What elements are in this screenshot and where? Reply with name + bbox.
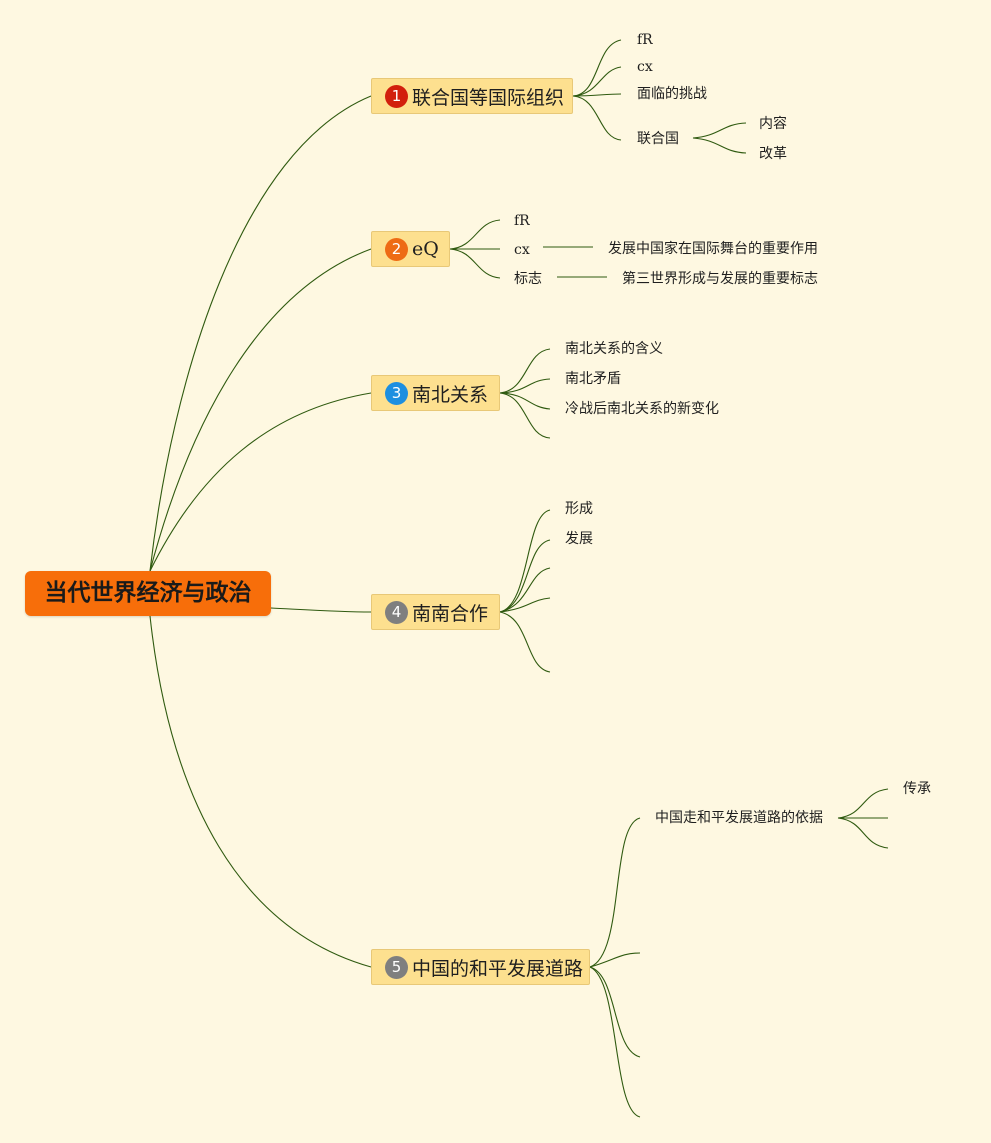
edge-b1-c2 <box>572 66 622 97</box>
b2-detail-1[interactable]: 发展中国家在国际舞台的重要作用 <box>608 241 818 257</box>
number-3-icon: 3 <box>385 381 408 405</box>
edge-b4-c5 <box>499 611 551 673</box>
b1-child-4[interactable]: 联合国 <box>637 131 679 147</box>
edge-b4-c3 <box>499 567 551 613</box>
edge-b1-c1 <box>572 39 622 97</box>
b1-child-2[interactable]: cx <box>637 59 653 75</box>
branch-1-label: 联合国等国际组织 <box>412 86 565 109</box>
edge-b4-c2 <box>499 539 551 613</box>
edge-root-b5 <box>149 615 372 968</box>
edge-b4-c1 <box>499 509 551 613</box>
branch-4-topic[interactable]: 4 南南合作 <box>371 594 500 630</box>
b4-child-2[interactable]: 发展 <box>565 531 593 547</box>
edge-b2-c3 <box>449 248 501 279</box>
edge-b5-c4 <box>589 966 641 1118</box>
branch-3-label: 南北关系 <box>412 383 489 406</box>
b2-child-3[interactable]: 标志 <box>514 271 542 287</box>
b2-detail-2[interactable]: 第三世界形成与发展的重要标志 <box>622 271 818 287</box>
edge-b5-c1-g3 <box>837 817 889 849</box>
number-2-icon: 2 <box>385 237 408 261</box>
b3-child-3[interactable]: 冷战后南北关系的新变化 <box>565 401 719 417</box>
edge-b5-c3 <box>589 966 641 1058</box>
edge-root-b4 <box>270 607 372 613</box>
edge-root-b1 <box>149 95 372 572</box>
edge-b5-c1-g1 <box>837 788 889 819</box>
branch-2-topic[interactable]: 2 eQ <box>371 231 450 267</box>
edge-b4-c4 <box>499 597 551 613</box>
edge-b3-c3 <box>499 392 551 410</box>
number-4-icon: 4 <box>385 600 408 624</box>
b3-child-2[interactable]: 南北矛盾 <box>565 371 621 387</box>
edge-b1-c4-g2 <box>692 137 747 154</box>
edge-b1-c3 <box>572 93 622 97</box>
b1-child-1[interactable]: fR <box>637 32 653 48</box>
b1-child-3[interactable]: 面临的挑战 <box>637 86 707 102</box>
number-1-icon: 1 <box>385 84 408 108</box>
edge-b3-c4 <box>499 392 551 439</box>
branch-4-label: 南南合作 <box>412 602 489 625</box>
b5-grandchild-1[interactable]: 传承 <box>903 781 931 797</box>
root-topic[interactable]: 当代世界经济与政治 <box>25 571 271 616</box>
b1-grandchild-2[interactable]: 改革 <box>759 146 787 162</box>
number-5-icon: 5 <box>385 955 408 979</box>
b1-grandchild-1[interactable]: 内容 <box>759 116 787 132</box>
branch-3-topic[interactable]: 3 南北关系 <box>371 375 500 411</box>
root-topic-label: 当代世界经济与政治 <box>44 580 252 606</box>
b4-child-1[interactable]: 形成 <box>565 501 593 517</box>
b5-child-1[interactable]: 中国走和平发展道路的依据 <box>655 810 823 826</box>
b3-child-1[interactable]: 南北关系的含义 <box>565 341 663 357</box>
edge-b3-c2 <box>499 378 551 394</box>
branch-5-label: 中国的和平发展道路 <box>412 957 584 980</box>
edge-root-b2 <box>149 248 372 572</box>
edge-b2-c1 <box>449 219 501 250</box>
b2-child-2[interactable]: cx <box>514 242 530 258</box>
edge-b5-c1 <box>589 817 641 968</box>
edge-b5-c2 <box>589 952 641 968</box>
edge-b1-c4 <box>572 95 622 141</box>
branch-1-topic[interactable]: 1 联合国等国际组织 <box>371 78 573 114</box>
b2-child-1[interactable]: fR <box>514 213 530 229</box>
edge-root-b3 <box>149 392 372 572</box>
branch-2-label: eQ <box>412 238 439 260</box>
branch-5-topic[interactable]: 5 中国的和平发展道路 <box>371 949 590 985</box>
edge-b1-c4-g1 <box>692 122 747 139</box>
edge-b3-c1 <box>499 348 551 394</box>
